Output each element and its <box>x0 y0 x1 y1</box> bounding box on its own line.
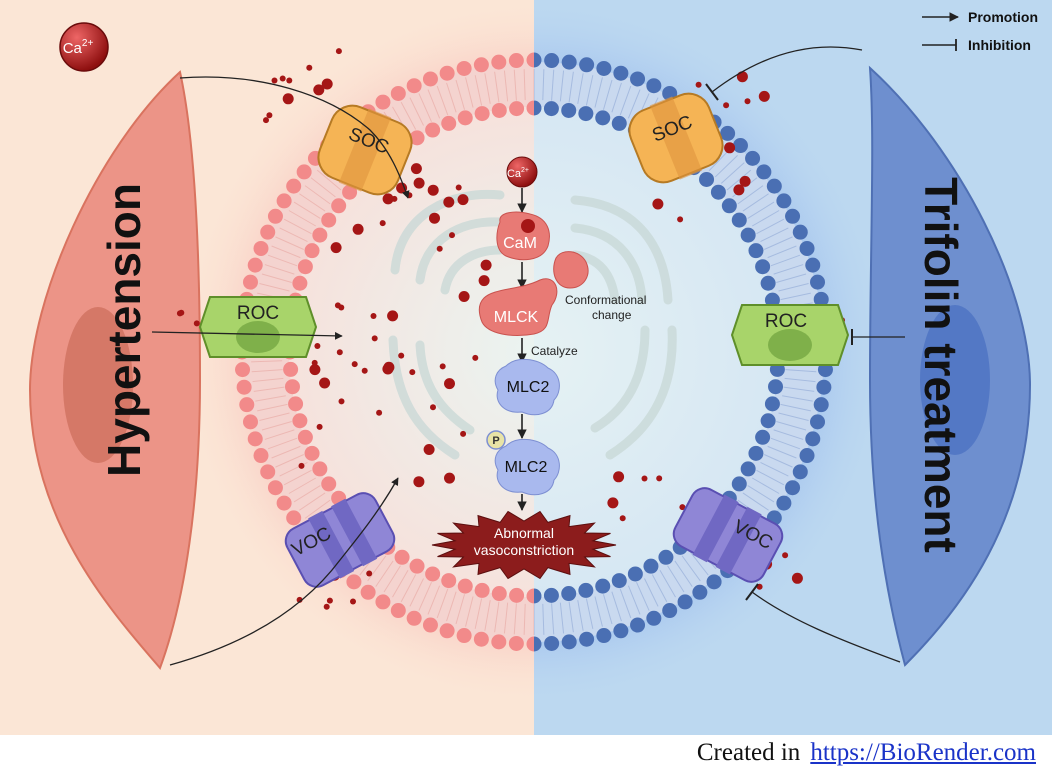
roc-channel-left: ROC <box>198 296 318 358</box>
legend-inhibition: Inhibition <box>968 37 1031 53</box>
credit-bar: Created in https://BioRender.com <box>0 735 1052 775</box>
left-promotion-arrows <box>151 76 410 666</box>
cam-calcium-complex <box>553 251 589 289</box>
catalyze-label: Catalyze <box>531 344 578 358</box>
trifolin-cell-nucleus <box>920 305 990 455</box>
phosphate-group-icon <box>486 430 506 450</box>
abnormal-vasoconstriction-burst: Abnormal vasoconstriction <box>431 510 617 580</box>
svg-text:ROC: ROC <box>765 311 807 332</box>
svg-text:MLC2: MLC2 <box>507 379 550 396</box>
left-cytoplasm <box>289 107 534 597</box>
biorender-link[interactable]: https://BioRender.com <box>810 739 1036 766</box>
mlc2-protein: MLC2 <box>494 359 560 416</box>
svg-text:CaM: CaM <box>503 235 537 252</box>
right-inhibition-lines <box>705 46 905 663</box>
trifolin-title: Trifolin treatment <box>915 177 967 553</box>
svg-text:vasoconstriction: vasoconstriction <box>474 542 574 558</box>
svg-text:Ca2+: Ca2+ <box>507 167 529 180</box>
roc-channel-right: ROC <box>730 304 850 366</box>
mlck-protein: MLCK <box>478 278 558 336</box>
soc-channel-right: SOC <box>628 92 724 184</box>
legend: Promotion Inhibition <box>922 9 1038 53</box>
soc-promotion-arrow <box>179 76 410 199</box>
voc-channel-left: VOC <box>284 492 396 588</box>
hypertension-title: Hypertension <box>98 183 150 477</box>
cam-protein: CaM <box>496 211 550 261</box>
endoplasmic-reticulum <box>388 189 677 460</box>
hypertension-cell-nucleus <box>63 307 133 463</box>
svg-text:Ca2+: Ca2+ <box>63 38 94 57</box>
pathway-calcium-ion: Ca2+ <box>506 156 538 188</box>
legend-promotion: Promotion <box>968 9 1038 25</box>
right-lipid-heads <box>534 52 834 652</box>
credit-prefix: Created in <box>696 739 801 766</box>
voc-channel-right: VOC <box>672 487 784 583</box>
svg-text:MLC2: MLC2 <box>505 459 548 476</box>
credit-text: Created in https://BioRender.com <box>697 739 1036 767</box>
phosphorylated-mlc2-protein: MLC2 P <box>486 430 560 496</box>
voc-inhibition-line <box>751 591 901 663</box>
soc-inhibition-line <box>711 46 863 93</box>
diagram-canvas: Hypertension Trifolin treatment Ca2+ Pro… <box>0 0 1052 735</box>
svg-text:Abnormal: Abnormal <box>494 525 554 541</box>
calcium-badge: Ca2+ <box>59 22 109 72</box>
voc-promotion-arrow <box>169 477 399 666</box>
roc-promotion-arrow <box>151 331 343 340</box>
svg-text:ROC: ROC <box>237 303 279 324</box>
svg-text:MLCK: MLCK <box>494 309 539 326</box>
svg-text:P: P <box>492 435 499 447</box>
